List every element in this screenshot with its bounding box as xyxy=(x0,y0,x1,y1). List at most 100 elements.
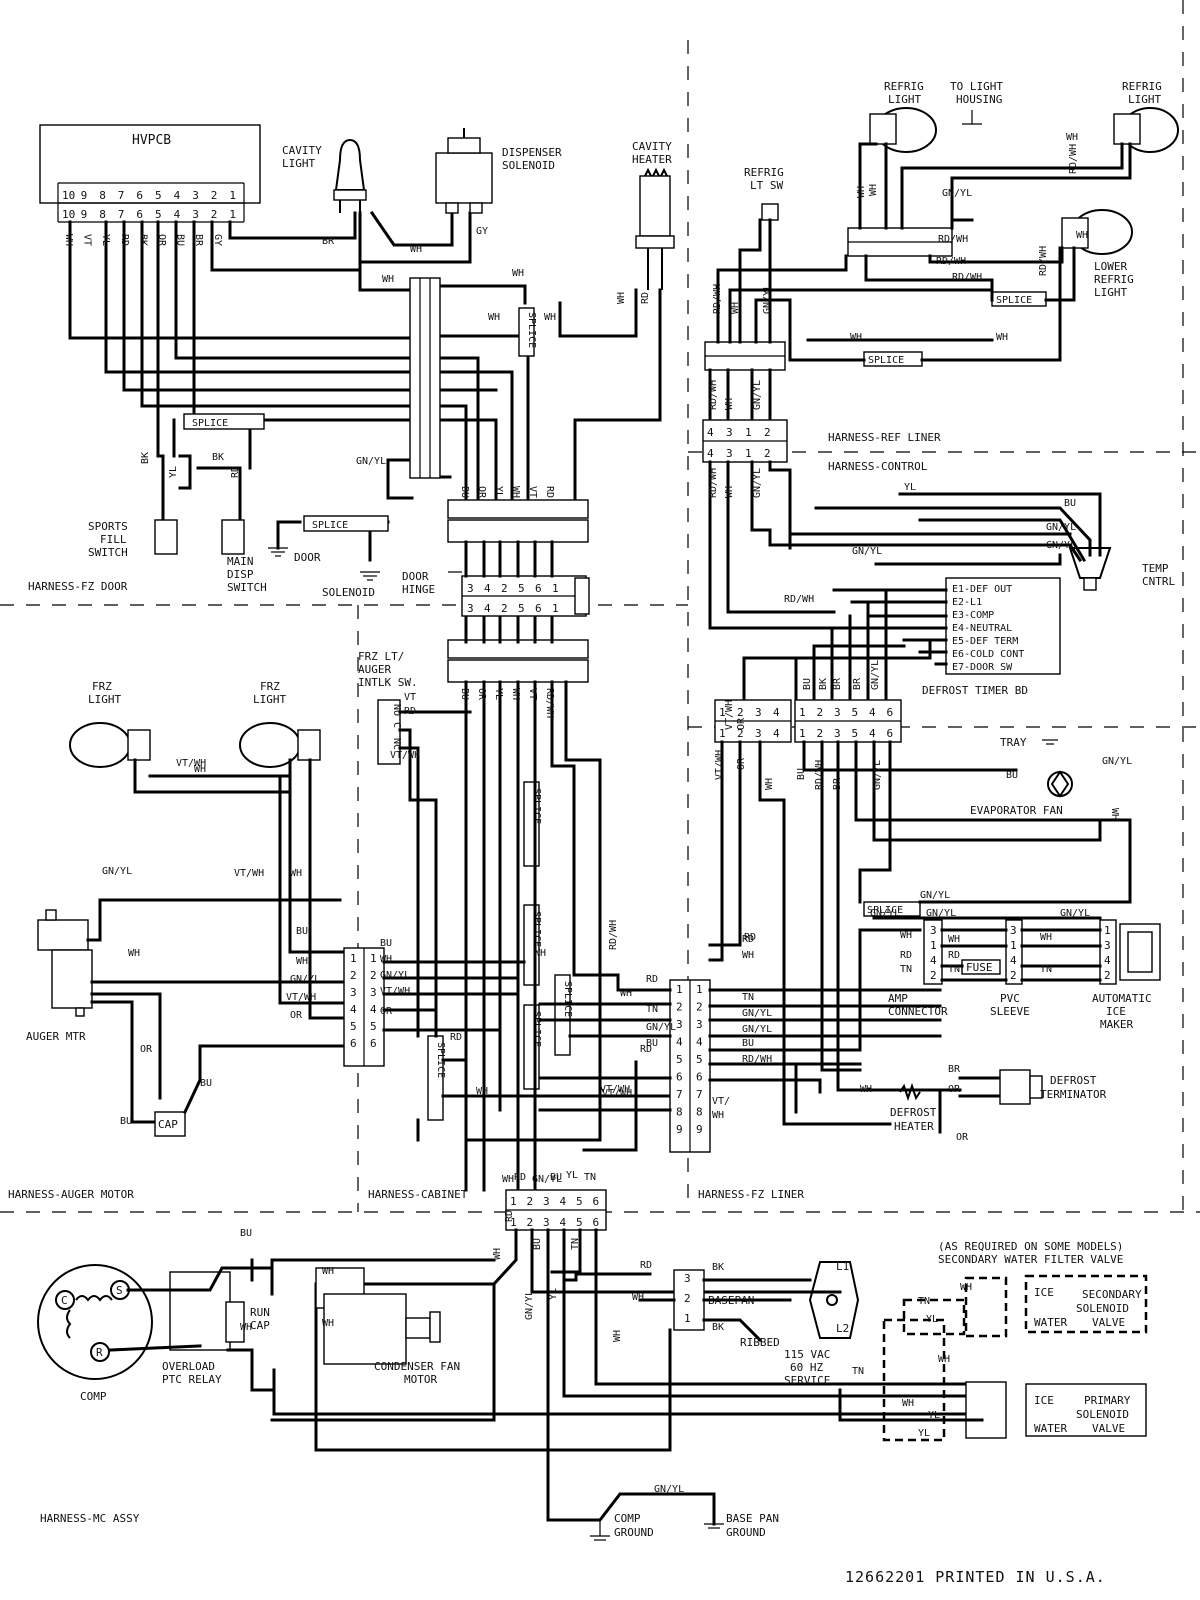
svg-text:S: S xyxy=(116,1284,123,1297)
wire-color-label: WH xyxy=(63,234,74,246)
wire-color-label: BU xyxy=(550,1172,562,1183)
connector-pin-number: 5 xyxy=(518,602,525,615)
label-harness-ref-liner: HARNESS-REF LINER xyxy=(828,431,941,444)
wire-color-label: BK xyxy=(818,678,829,690)
connector-pin-number: 6 xyxy=(136,189,143,202)
wire-color-label: OR xyxy=(380,1006,393,1017)
svg-text:COMP: COMP xyxy=(614,1512,641,1525)
wire-color-label: GN/YL xyxy=(356,456,386,467)
svg-text:AUGER: AUGER xyxy=(358,663,391,676)
footer-printed: 12662201 PRINTED IN U.S.A. xyxy=(845,1568,1106,1586)
label-harness-fz-door: HARNESS-FZ DOOR xyxy=(28,580,128,593)
wire-color-label: WH xyxy=(632,1292,644,1303)
connector-pin-number: 8 xyxy=(676,1106,683,1119)
connector-pin-number: 2 xyxy=(930,969,937,982)
wire-color-label: RD/WH xyxy=(742,1054,772,1065)
svg-text:RIBBED: RIBBED xyxy=(740,1336,780,1349)
wire-color-label: GN/YL xyxy=(762,284,773,314)
connector-pin-number: 5 xyxy=(576,1195,583,1208)
connector-pin-number: 8 xyxy=(99,189,106,202)
wire-color-label: RD xyxy=(450,1032,462,1043)
wire-color-label: YL xyxy=(904,482,916,493)
connector-pin-number: 6 xyxy=(593,1195,600,1208)
wire-color-label: WH xyxy=(730,302,741,314)
wire-color-label: BU xyxy=(120,1116,132,1127)
wire-color-label: RD xyxy=(640,1044,652,1055)
svg-text:SOLENOID: SOLENOID xyxy=(1076,1408,1129,1421)
wire-color-label: RD xyxy=(742,934,754,945)
svg-text:C: C xyxy=(391,722,402,728)
svg-text:DOOR: DOOR xyxy=(294,551,321,564)
wire-color-label: RD xyxy=(544,486,555,498)
svg-text:CAP: CAP xyxy=(158,1118,178,1131)
wire-color-label: VT/WH xyxy=(380,986,410,997)
wire-color-label: GN/YL xyxy=(870,908,900,919)
wire-color-label: WH xyxy=(1109,808,1120,820)
connector-pin-number: 8 xyxy=(696,1106,703,1119)
connector-pin-number: 3 xyxy=(684,1272,691,1285)
wires-ice-maker xyxy=(872,916,1102,982)
wire-color-label: GN/YL xyxy=(870,660,881,690)
svg-text:MOTOR: MOTOR xyxy=(404,1373,437,1386)
connector-pin-number: 1 xyxy=(719,727,726,740)
connector-pin-number: 4 xyxy=(869,727,876,740)
wire-color-label: WH xyxy=(948,934,960,945)
connector-pin-number: 3 xyxy=(1104,939,1111,952)
wire-color-label: WH xyxy=(612,1330,623,1342)
wire-color-label: WH xyxy=(128,948,140,959)
svg-text:WATER: WATER xyxy=(1034,1422,1067,1435)
wire-color-label: GN/YL xyxy=(920,890,950,901)
wire-color-label: VT xyxy=(527,688,538,700)
wire-color-label: WH xyxy=(290,868,302,879)
wire-color-label: GN/YL xyxy=(380,970,410,981)
wires-defrost-board xyxy=(742,588,948,702)
wire-color-label: BR xyxy=(948,1064,961,1075)
secondary-water-filter-valve: (AS REQUIRED ON SOME MODELS) SECONDARY W… xyxy=(938,1240,1148,1338)
wire-color-label: RD/WH xyxy=(1038,246,1049,276)
wire-color-label: GN/YL xyxy=(524,1290,535,1320)
wire-color-label: RD xyxy=(900,950,912,961)
wire-color-label: BU xyxy=(459,688,470,700)
wire-color-label: TN xyxy=(852,1366,864,1377)
wire-color-label: WH xyxy=(764,778,775,790)
svg-text:SWITCH: SWITCH xyxy=(88,546,128,559)
pvc-sleeve: PVC SLEEVE xyxy=(990,919,1030,1018)
label-harness-control: HARNESS-CONTROL xyxy=(828,460,928,473)
wire-color-label: RD/WH xyxy=(938,234,968,245)
connector-pin-number: 4 xyxy=(707,426,714,439)
door-hinge-label: DOOR HINGE xyxy=(402,570,462,596)
wires-fz9-left xyxy=(464,758,672,1152)
wire-color-label: RD xyxy=(640,292,651,304)
svg-text:CAVITY: CAVITY xyxy=(632,140,672,153)
connector-pin-number: 3 xyxy=(192,208,199,221)
svg-text:LOWER: LOWER xyxy=(1094,260,1127,273)
connector-pin-number: 3 xyxy=(543,1216,550,1229)
wire-color-label: TN xyxy=(900,964,912,975)
fz-liner-9pin xyxy=(669,979,711,1153)
svg-text:PVC: PVC xyxy=(1000,992,1020,1005)
connector-pin-number: 2 xyxy=(211,208,218,221)
defrost-terminal-label: E5-DEF TERM xyxy=(952,636,1018,647)
wire-color-label: YL xyxy=(493,486,504,498)
wire-color-label: WH xyxy=(380,954,392,965)
wire-color-label: RD xyxy=(640,1260,652,1271)
connector-pin-number: 4 xyxy=(370,1003,377,1016)
wire-color-label: WH xyxy=(410,244,422,255)
frz-light-2: FRZ LIGHT xyxy=(239,680,321,768)
svg-text:CONDENSER FAN: CONDENSER FAN xyxy=(374,1360,460,1373)
connector-pin-number: 4 xyxy=(869,706,876,719)
connector-pin-number: 4 xyxy=(707,447,714,460)
to-light-housing: TO LIGHT HOUSING xyxy=(950,80,1003,125)
svg-text:REFRIG: REFRIG xyxy=(1094,273,1134,286)
connector-pin-number: 6 xyxy=(887,706,894,719)
connector-pin-number: 4 xyxy=(930,954,937,967)
connector-pin-number: 4 xyxy=(696,1036,703,1049)
wire-color-label: OR xyxy=(140,1044,153,1055)
splice-1: SPLICE xyxy=(183,413,265,430)
connector-pin-number: 4 xyxy=(773,727,780,740)
svg-text:LT SW: LT SW xyxy=(750,179,783,192)
svg-text:SPLICE: SPLICE xyxy=(312,520,348,531)
label-harness-cabinet: HARNESS-CABINET xyxy=(368,1188,468,1201)
svg-text:LIGHT: LIGHT xyxy=(888,93,921,106)
